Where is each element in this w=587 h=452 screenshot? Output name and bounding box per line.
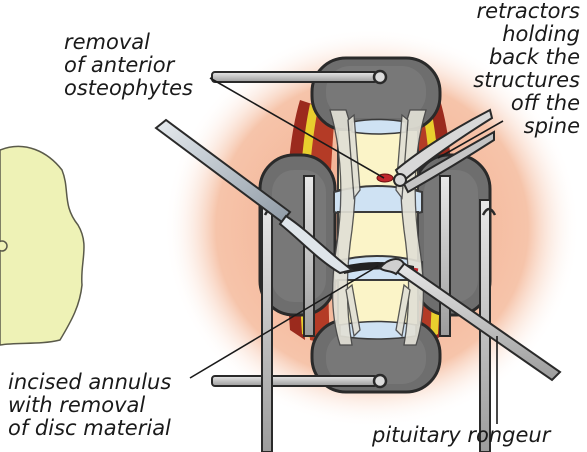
retractor-rod-bottom <box>212 376 377 386</box>
left-anatomy-dot <box>0 241 7 251</box>
disc-top <box>352 120 406 135</box>
retractors-label: retractors holding back the structures o… <box>430 0 580 138</box>
pituitary-rongeur-label: pituitary rongeur <box>372 424 550 447</box>
osteophytes-label: removal of anterior osteophytes <box>64 31 193 100</box>
left-anatomy-shape <box>0 146 84 345</box>
retractor-rod-top <box>212 72 377 82</box>
incised-annulus-label: incised annulus with removal of disc mat… <box>8 371 171 440</box>
